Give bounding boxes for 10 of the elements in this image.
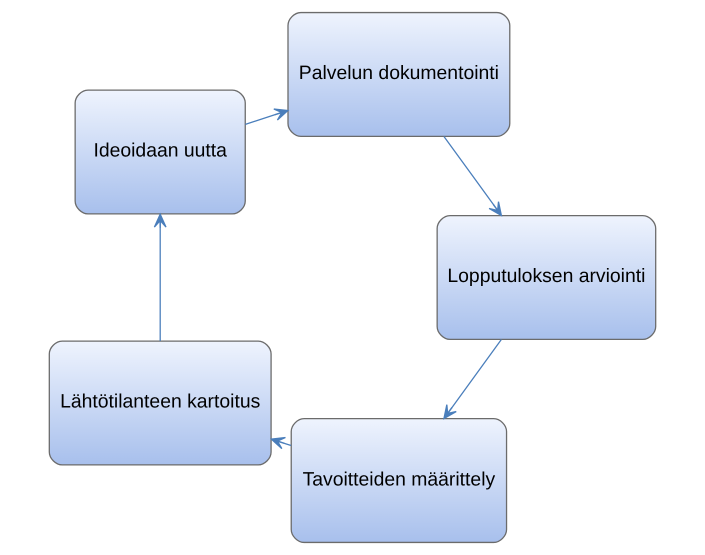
arrow xyxy=(270,436,292,450)
node-box: Lopputuloksen arviointi xyxy=(436,214,656,340)
node-box: Palvelun dokumentointi xyxy=(287,12,510,137)
arrow xyxy=(443,339,502,420)
node-box: Lähtötilanteen kartoitus xyxy=(48,340,272,466)
node-box: Tavoitteiden määrittely xyxy=(290,418,508,544)
arrow xyxy=(245,108,289,125)
node-box: Ideoidaan uutta xyxy=(74,89,246,215)
arrow xyxy=(154,214,167,341)
arrow xyxy=(443,136,502,216)
